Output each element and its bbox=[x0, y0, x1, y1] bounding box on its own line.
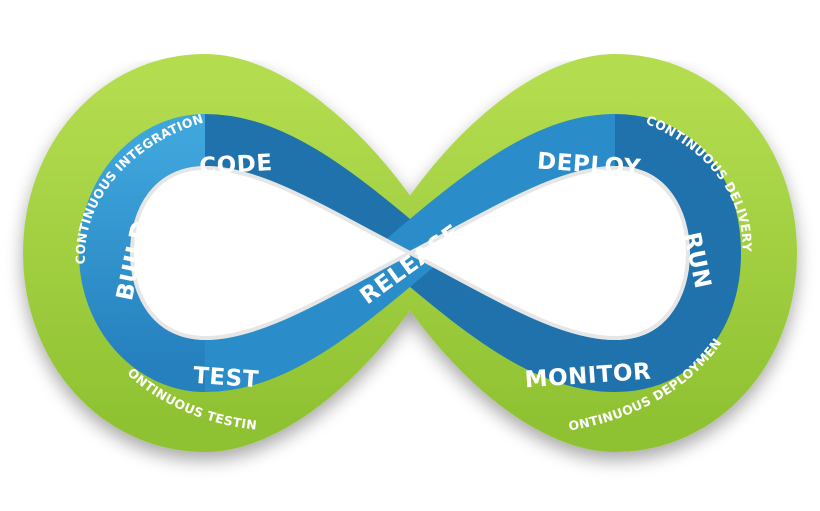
stage-test: TEST bbox=[192, 363, 259, 394]
inner-ring bbox=[78, 114, 742, 393]
stage-code: CODE bbox=[199, 150, 274, 180]
